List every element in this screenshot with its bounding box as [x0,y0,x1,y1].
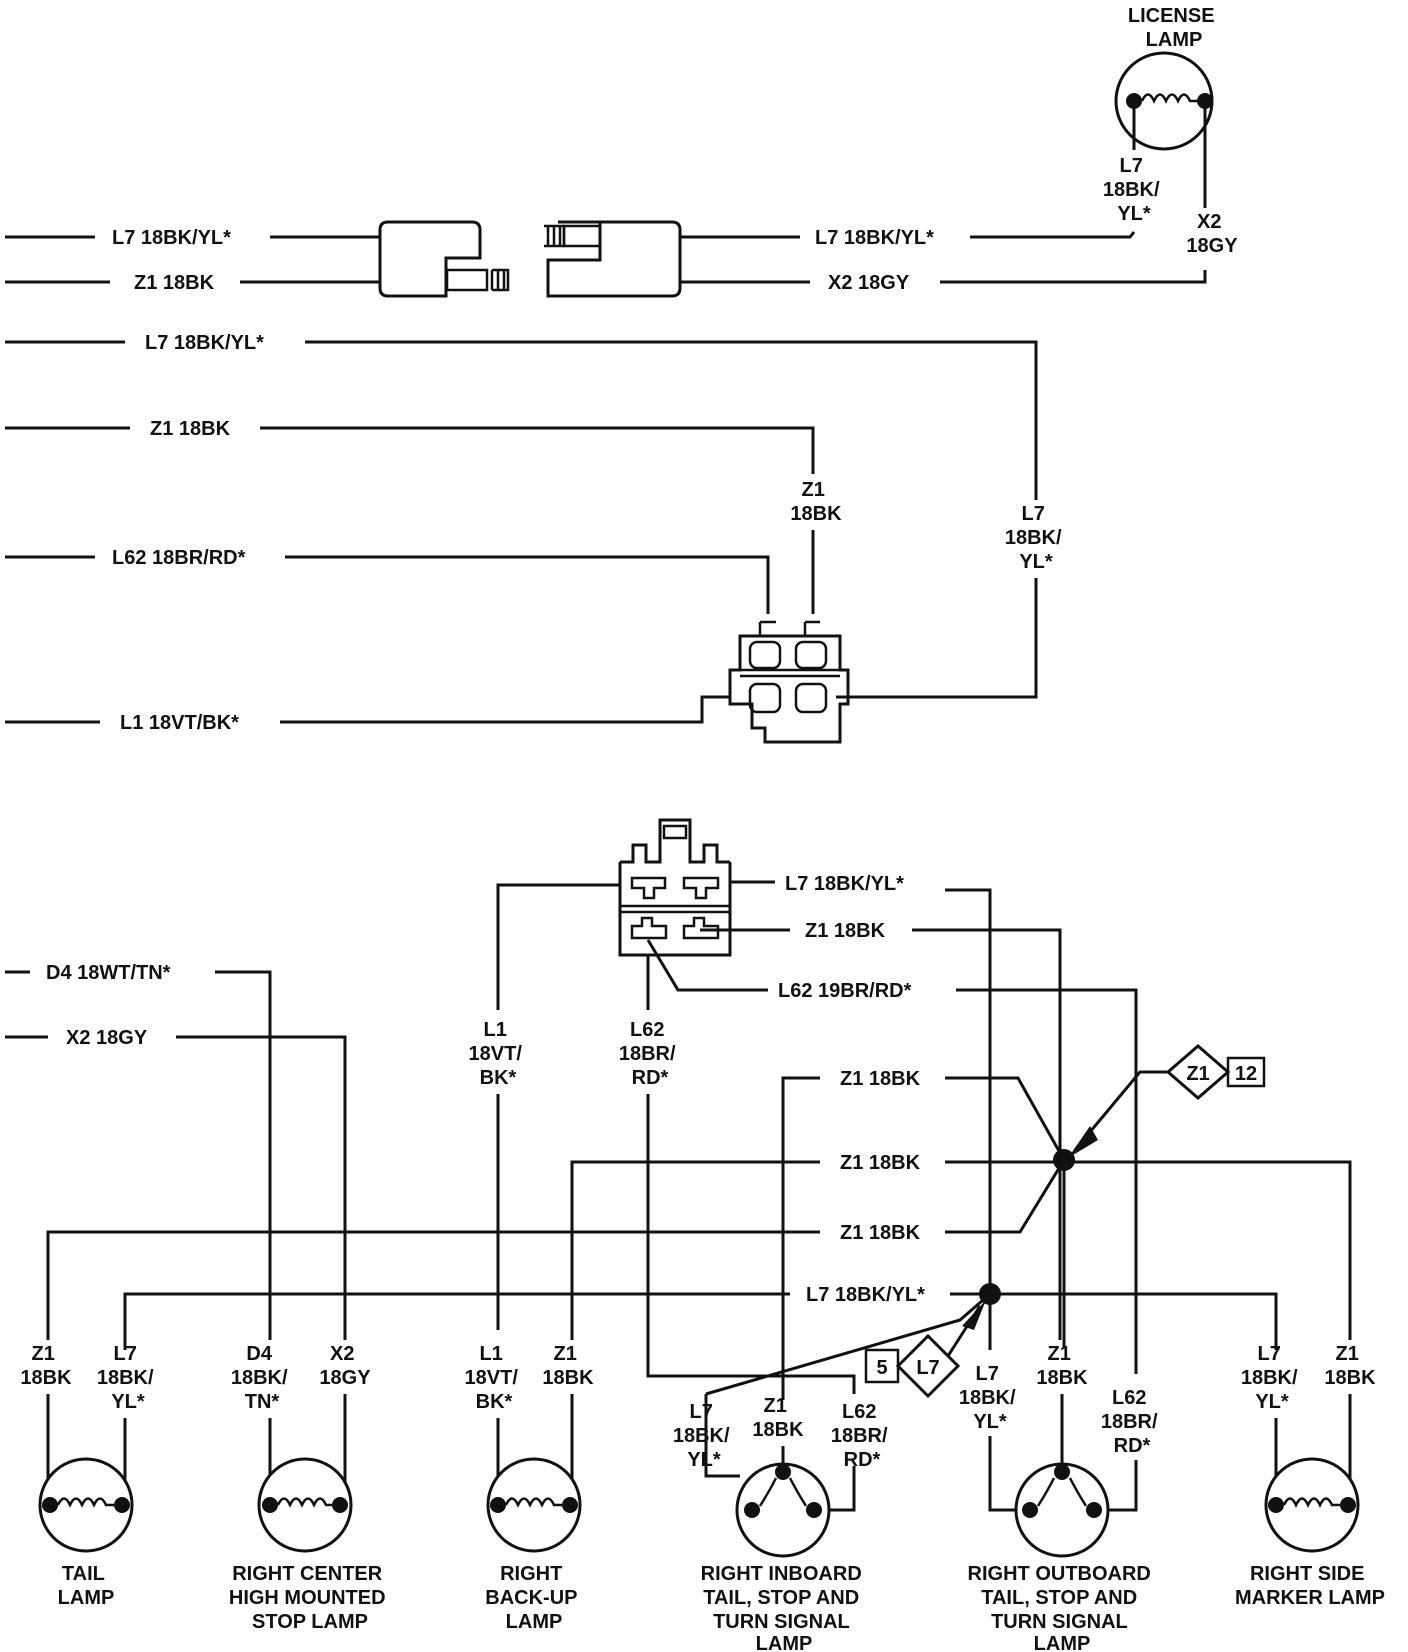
bc-l62-label: L62 19BR/RD* [778,980,912,1002]
svg-text:12: 12 [1235,1063,1257,1085]
license-lamp-label: LICENSE LAMP [1128,5,1220,51]
outboard-lamp [1014,1462,1110,1558]
z1-h3-label: Z1 18BK [840,1222,921,1244]
z1-h1-label: Z1 18BK [840,1068,921,1090]
l62-vert-label: L62 18BR/ RD* [619,1019,681,1089]
back-up-lamp-label: RIGHT BACK-UP LAMP [485,1563,582,1633]
in-z1-label: Z1 18BK [752,1395,804,1441]
mid-z1-label: Z1 18BK [150,418,231,440]
l1-vert-label: L1 18VT/ BK* [469,1019,528,1089]
out-z1-label: Z1 18BK [1036,1343,1088,1389]
z1-h2-label: Z1 18BK [840,1152,921,1174]
mid-z1-vert-label: Z1 18BK [790,479,842,525]
l7-h-label: L7 18BK/YL* [806,1284,925,1306]
l7-splice-badge: 5 L7 [864,1300,986,1399]
in-l62-label: L62 18BR/ RD* [831,1401,893,1471]
tail-lamp-label: TAIL LAMP [58,1563,115,1609]
bc-z1-label: Z1 18BK [805,920,886,942]
top-x2-right-label: X2 18GY [828,272,910,294]
tail-z1-label: Z1 18BK [20,1343,72,1389]
ch-d4-label: D4 18BK/ TN* [231,1343,293,1413]
outboard-lamp-label: RIGHT OUTBOARD TAIL, STOP AND TURN SIGNA… [968,1563,1157,1652]
svg-text:Z1: Z1 [1186,1063,1209,1085]
center-high-stop-lamp-label: RIGHT CENTER HIGH MOUNTED STOP LAMP [229,1563,391,1633]
sm-l7-label: L7 18BK/ YL* [1241,1343,1303,1413]
mid-l1-label: L1 18VT/BK* [120,712,239,734]
x2-label: X2 18GY [66,1027,148,1049]
d4-label: D4 18WT/TN* [46,962,171,984]
z1-splice-badge: Z1 12 [1068,1044,1266,1158]
in-l7-label: L7 18BK/ YL* [673,1401,735,1471]
inline-connector-right [544,220,682,298]
center-high-stop-lamp [257,1457,353,1553]
four-way-connector-bottom [618,818,732,957]
top-l7-left-label: L7 18BK/YL* [112,227,231,249]
l7-splice-dot [979,1283,1001,1305]
four-way-connector-mid [728,620,850,744]
top-z1-left-label: Z1 18BK [134,272,215,294]
bc-l7-label: L7 18BK/YL* [785,873,904,895]
bu-z1-label: Z1 18BK [542,1343,594,1389]
back-up-lamp [486,1457,582,1553]
top-l7-right-label: L7 18BK/YL* [815,227,934,249]
inline-connector-left [378,220,510,298]
svg-text:L7: L7 [916,1357,939,1379]
z1-splice-dot [1053,1149,1075,1171]
tail-lamp [38,1457,134,1553]
mid-l62-label: L62 18BR/RD* [112,547,246,569]
side-marker-lamp-label: RIGHT SIDE MARKER LAMP [1235,1563,1385,1609]
mid-l7-vert-label: L7 18BK/ YL* [1005,503,1067,573]
sm-z1-label: Z1 18BK [1324,1343,1376,1389]
mid-l7-label: L7 18BK/YL* [145,332,264,354]
bu-l1-label: L1 18VT/ BK* [465,1343,524,1413]
license-l7-label: L7 18BK/ YL* [1103,155,1165,225]
ch-x2-label: X2 18GY [319,1343,371,1389]
tail-l7-label: L7 18BK/ YL* [97,1343,159,1413]
license-lamp: LICENSE LAMP [1114,5,1220,151]
svg-text:5: 5 [876,1357,887,1379]
inboard-lamp-label: RIGHT INBOARD TAIL, STOP AND TURN SIGNAL… [701,1563,868,1652]
side-marker-lamp [1264,1457,1360,1553]
inboard-lamp [735,1462,831,1558]
license-x2-label: X2 18GY [1186,211,1238,257]
out-l62-label: L62 18BR/ RD* [1101,1387,1163,1457]
out-l7-label: L7 18BK/ YL* [959,1363,1021,1433]
